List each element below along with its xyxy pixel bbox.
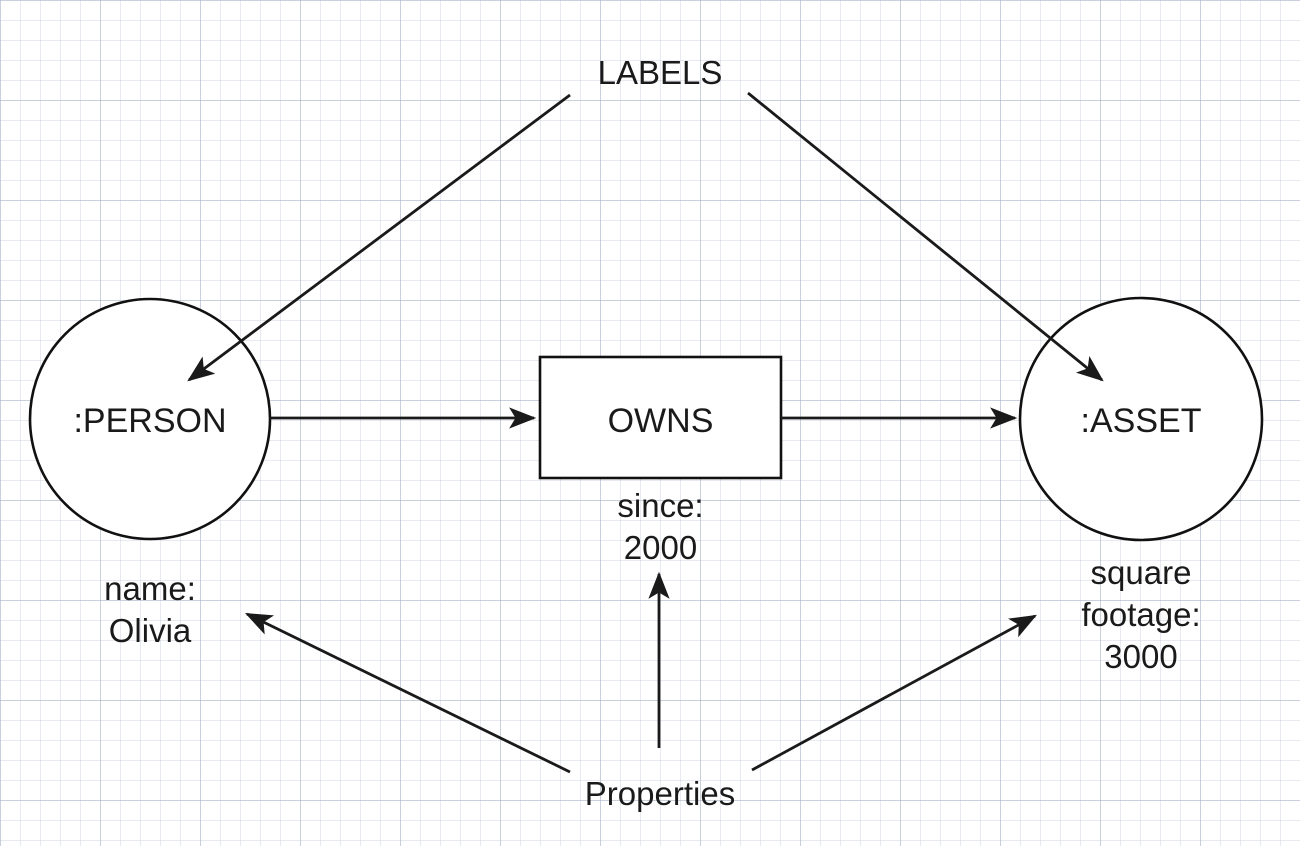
annotation-properties: Properties xyxy=(584,775,736,812)
leader-properties-to-asset-props[interactable] xyxy=(751,614,1037,772)
property-label-owns: since: 2000 xyxy=(617,487,704,566)
node-label-owns: OWNS xyxy=(607,402,714,440)
node-label-asset: :ASSET xyxy=(1080,402,1202,440)
leader-labels-to-asset[interactable] xyxy=(747,91,1104,382)
leader-properties-to-person-props[interactable] xyxy=(244,612,571,774)
annotation-labels: LABELS xyxy=(597,54,723,91)
leader-labels-to-person[interactable] xyxy=(187,93,571,382)
node-owns-rect[interactable] xyxy=(538,355,783,480)
property-label-person: name: Olivia xyxy=(104,570,196,649)
property-label-asset: square footage: 3000 xyxy=(1081,554,1201,675)
node-label-person: :PERSON xyxy=(73,402,227,440)
